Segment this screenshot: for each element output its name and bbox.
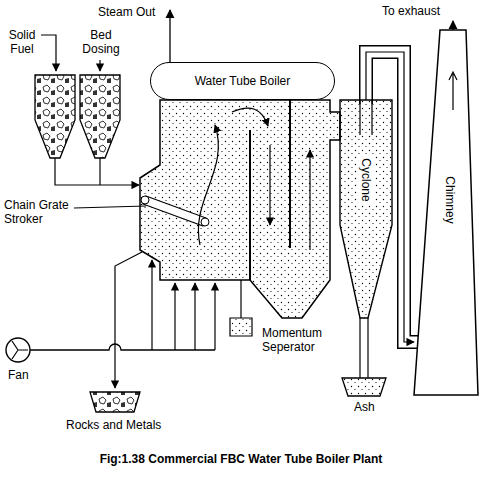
cyclone-separator: Cyclone [340,100,392,320]
ash-pipe [359,318,360,378]
chimney-stack: Chimney [414,30,478,395]
air-riser [174,283,175,350]
flow-arrow [449,72,457,110]
part-label: Steam Out [98,5,155,19]
reject-line [115,252,142,388]
node-label: Cyclone [358,155,374,204]
cyclone-separator-outline [340,100,392,320]
part-label: Solid Fuel [2,28,42,57]
feed-line [99,158,100,185]
vortex-finder [360,100,372,135]
gas-flow-arrow [269,145,270,225]
air-riser [151,260,152,350]
part-label: To exhaust [382,4,440,18]
bed-dosing-hopper [80,75,120,158]
drain-line [240,280,241,318]
leader-line [74,206,146,208]
part-label: Momentum Seperator [262,326,334,355]
fan-blade [12,341,28,359]
cyclone-body [340,100,392,318]
gas-flow-arrow [198,125,218,245]
reject-bin [90,392,140,412]
collector-bin [230,318,252,336]
part-label: Fan [8,368,29,382]
part-label: Chain Grate Stroker [4,198,80,227]
fuel-hopper [35,75,75,158]
chain-grate [143,196,206,226]
node-label: Chimney [442,173,458,226]
part-label: Rocks and Metals [66,418,161,432]
part-label: Bed Dosing [78,28,124,57]
grate-roller [201,218,209,226]
boiler-drum: Water Tube Boiler [150,62,335,100]
node-label: Water Tube Boiler [195,74,291,88]
furnace-shell [140,100,340,318]
chimney-body [414,30,478,395]
gas-flow-arrow [232,108,268,126]
feed-arrow [99,60,100,71]
air-line [30,344,215,350]
baffle-wall [249,130,251,280]
fan-symbol [6,338,30,362]
ash-pipe [367,318,368,378]
feed-arrow [41,35,56,71]
exhaust-arrow [452,21,453,30]
grate-roller [141,196,149,204]
gas-flow-arrow [309,150,310,250]
figure-caption: Fig:1.38 Commercial FBC Water Tube Boile… [0,452,482,466]
part-label: Ash [354,400,375,414]
ash-bucket [342,378,386,396]
steam-pipe [169,10,170,62]
air-riser [194,283,195,350]
baffle-wall [289,100,291,248]
air-riser [214,283,215,350]
feed-line [55,158,139,185]
